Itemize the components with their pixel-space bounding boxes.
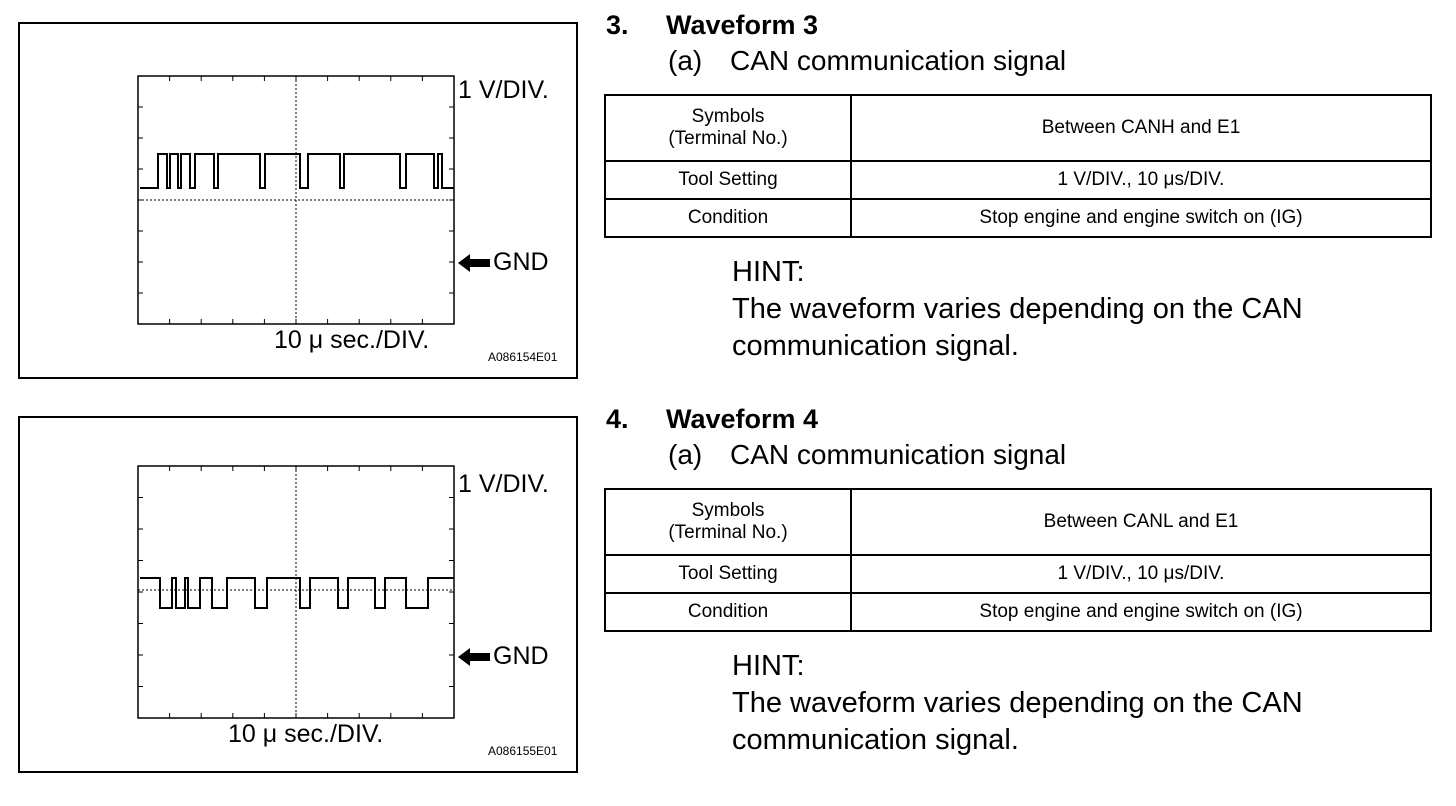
hint-text-line: The waveform varies depending on the CAN [732,293,1303,325]
time-div-label: 10 μ sec./DIV. [274,326,430,354]
waveform-3-section: 3. Waveform 3 (a) CAN communication signal [606,10,1066,77]
hint-text-line: The waveform varies depending on the CAN [732,687,1303,719]
item-text: CAN communication signal [730,439,1067,470]
condition-value-cell: Stop engine and engine switch on (IG) [850,198,1432,238]
gnd-marker: GND [458,248,549,277]
waveform-4-spec-table: Symbols(Terminal No.) Between CANL and E… [604,488,1432,632]
hint-title: HINT: [732,650,805,682]
section-number: 3. [606,10,629,40]
item-line: (a) CAN communication signal [606,439,1066,471]
section-heading: 4. Waveform 4 [606,404,1066,435]
tool-setting-value-cell: 1 V/DIV., 10 μs/DIV. [850,160,1432,200]
section-number: 4. [606,404,629,434]
waveform-3-spec-table: Symbols(Terminal No.) Between CANH and E… [604,94,1432,238]
condition-value-cell: Stop engine and engine switch on (IG) [850,592,1432,632]
tool-setting-label-cell: Tool Setting [604,554,852,594]
time-div-label: 10 μ sec./DIV. [228,720,384,748]
oscilloscope-screen [137,465,455,719]
symbols-value-cell: Between CANL and E1 [850,488,1432,556]
signal-trace [140,577,454,609]
section-title: Waveform 4 [666,404,819,434]
waveform-4-hint: HINT: The waveform varies depending on t… [732,648,1303,759]
hint-text-line: communication signal. [732,330,1019,362]
gnd-label: GND [493,642,549,670]
item-tag: (a) [668,439,703,470]
tool-setting-label-cell: Tool Setting [604,160,852,200]
section-heading: 3. Waveform 3 [606,10,1066,41]
section-title: Waveform 3 [666,10,819,40]
item-text: CAN communication signal [730,45,1067,76]
left-arrow-icon [458,254,470,273]
waveform-4-figure: 1 V/DIV. GND 10 μ sec./DIV. A086155E01 [18,416,578,773]
symbols-label-cell: Symbols(Terminal No.) [604,94,852,162]
hint-title: HINT: [732,256,805,288]
left-arrow-icon [458,648,470,667]
condition-label-cell: Condition [604,198,852,238]
volt-div-label: 1 V/DIV. [458,470,549,498]
waveform-4-section: 4. Waveform 4 (a) CAN communication signal [606,404,1066,471]
symbols-label-cell: Symbols(Terminal No.) [604,488,852,556]
signal-trace [140,153,454,189]
item-line: (a) CAN communication signal [606,45,1066,77]
volt-div-label: 1 V/DIV. [458,76,549,104]
hint-text-line: communication signal. [732,724,1019,756]
oscilloscope-screen [137,75,455,325]
tool-setting-value-cell: 1 V/DIV., 10 μs/DIV. [850,554,1432,594]
figure-code: A086155E01 [488,744,558,758]
figure-code: A086154E01 [488,350,558,364]
waveform-3-hint: HINT: The waveform varies depending on t… [732,254,1303,365]
item-tag: (a) [668,45,703,76]
waveform-3-figure: 1 V/DIV. GND 10 μ sec./DIV. A086154E01 [18,22,578,379]
condition-label-cell: Condition [604,592,852,632]
gnd-marker: GND [458,642,549,671]
gnd-label: GND [493,248,549,276]
symbols-value-cell: Between CANH and E1 [850,94,1432,162]
